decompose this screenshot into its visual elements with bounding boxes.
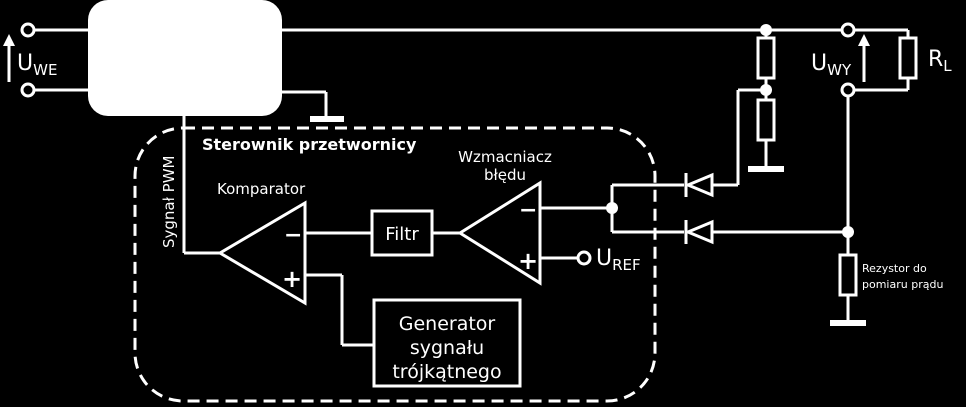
output-terminal-top: [840, 22, 856, 38]
divider-resistor-bottom: [756, 98, 776, 142]
error-amp-symbol: [457, 180, 542, 286]
generator-box: [372, 298, 522, 388]
load-resistor: [898, 36, 918, 80]
controller-border: [133, 126, 657, 403]
input-terminal-bottom: [20, 82, 36, 98]
uwe-arrow-head: [3, 34, 15, 46]
generator-label-line3: trójkątnego: [392, 361, 501, 383]
junction-divider-top: [760, 24, 772, 36]
generator-label-line1: Generator: [399, 313, 496, 335]
diode-top: [684, 172, 714, 198]
uwy-arrow-head: [858, 34, 870, 46]
sense-resistor-label-line2: pomiaru prądu: [862, 278, 943, 291]
uref-label: UREF: [596, 246, 641, 274]
filter-label: Filtr: [385, 224, 419, 245]
sense-resistor-label-line1: Rezystor do: [862, 262, 927, 275]
error-amp-label-line2: błędu: [484, 166, 526, 184]
rl-label: RL: [928, 47, 952, 75]
generator-label-line2: sygnału: [410, 337, 484, 359]
input-terminal-top: [20, 22, 36, 38]
diode-bottom: [684, 219, 714, 245]
error-amp-label-line1: Wzmacniacz: [458, 148, 552, 166]
error-amp-minus: −: [519, 198, 537, 223]
ground-symbol-divider: [748, 166, 784, 172]
converter-block: [88, 0, 282, 116]
error-amp-plus: +: [518, 247, 538, 275]
ground-symbol-top: [310, 116, 344, 122]
uref-terminal: [576, 250, 592, 266]
uwe-label: UWE: [17, 51, 57, 79]
controller-title: Sterownik przetwornicy: [202, 135, 417, 154]
comparator-label: Komparator: [217, 180, 306, 198]
comparator-symbol: [217, 200, 307, 306]
output-terminal-bottom: [840, 82, 856, 98]
junction-divider-tap: [760, 84, 772, 96]
ground-symbol-sense: [830, 320, 866, 326]
sense-resistor: [838, 253, 858, 297]
uwy-label: UWY: [811, 51, 852, 79]
divider-resistor-top: [756, 36, 776, 80]
junction-sense: [842, 226, 854, 238]
comparator-minus: −: [284, 223, 302, 248]
comparator-plus: +: [282, 265, 302, 293]
pwm-signal-label: Sygnał PWM: [160, 156, 178, 248]
junction-diodes: [606, 202, 618, 214]
